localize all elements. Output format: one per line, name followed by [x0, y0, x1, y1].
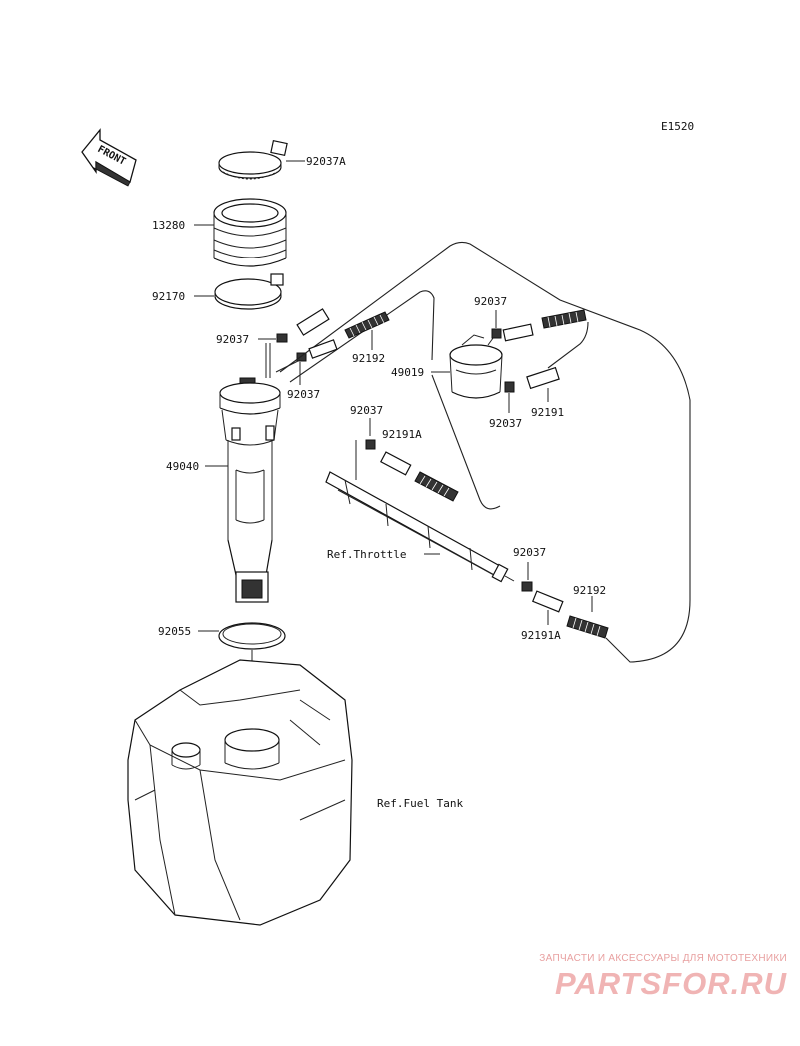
label-pump-assembly: 49040 — [166, 460, 199, 473]
label-clip-lower-right: 92037 — [513, 546, 546, 559]
hose-lower-right-part — [566, 615, 609, 639]
ref-fuel-tank: Ref.Fuel Tank — [377, 797, 463, 810]
pump-assembly-part — [219, 343, 301, 603]
hose-upper-part — [344, 311, 390, 339]
clamp-lower-part — [214, 273, 284, 310]
hose-rail-part — [380, 451, 459, 502]
fuel-tank-part — [127, 659, 353, 926]
throttle-rail-part — [325, 471, 515, 583]
front-arrow-icon: FRONT — [81, 128, 137, 187]
label-hose-lower-a: 92191A — [521, 629, 561, 642]
clamp-top-part — [218, 139, 288, 180]
label-hose-filter-out: 92191 — [531, 406, 564, 419]
label-hose-rail: 92191A — [382, 428, 422, 441]
clip-left-mid-part — [296, 352, 307, 362]
label-gasket: 92055 — [158, 625, 191, 638]
filter-clip-top-part — [491, 328, 502, 339]
label-clip-left-mid: 92037 — [287, 388, 320, 401]
gasket-part — [218, 622, 286, 650]
label-filter-clip-top: 92037 — [474, 295, 507, 308]
ref-throttle: Ref.Throttle — [327, 548, 406, 561]
label-hose-upper: 92192 — [352, 352, 385, 365]
label-clip-rail: 92037 — [350, 404, 383, 417]
clip-rail-part — [365, 439, 376, 450]
watermark-subtitle: ЗАПЧАСТИ И АКСЕССУАРЫ ДЛЯ МОТОТЕХНИКИ — [539, 953, 787, 964]
clip-lower-right-part — [521, 581, 533, 592]
boot-part — [213, 198, 287, 267]
clip-left-top-part — [276, 333, 288, 343]
label-filter-clip-bottom: 92037 — [489, 417, 522, 430]
label-hose-lower-right: 92192 — [573, 584, 606, 597]
watermark-logo: PARTSFOR.RU — [554, 966, 787, 1001]
label-clip-left-top: 92037 — [216, 333, 249, 346]
label-clamp-lower: 92170 — [152, 290, 185, 303]
hose-upper-short-part — [296, 308, 338, 359]
label-filter: 49019 — [391, 366, 424, 379]
hose-lower-a-part — [531, 590, 564, 613]
hose-filter-out-part — [526, 366, 560, 390]
diagram-code: E1520 — [661, 120, 694, 133]
label-clamp-top: 92037A — [306, 155, 346, 168]
hose-right-upper-part — [502, 309, 587, 342]
fuel-filter-part — [449, 333, 503, 399]
filter-clip-bottom-part — [504, 381, 515, 393]
label-boot: 13280 — [152, 219, 185, 232]
